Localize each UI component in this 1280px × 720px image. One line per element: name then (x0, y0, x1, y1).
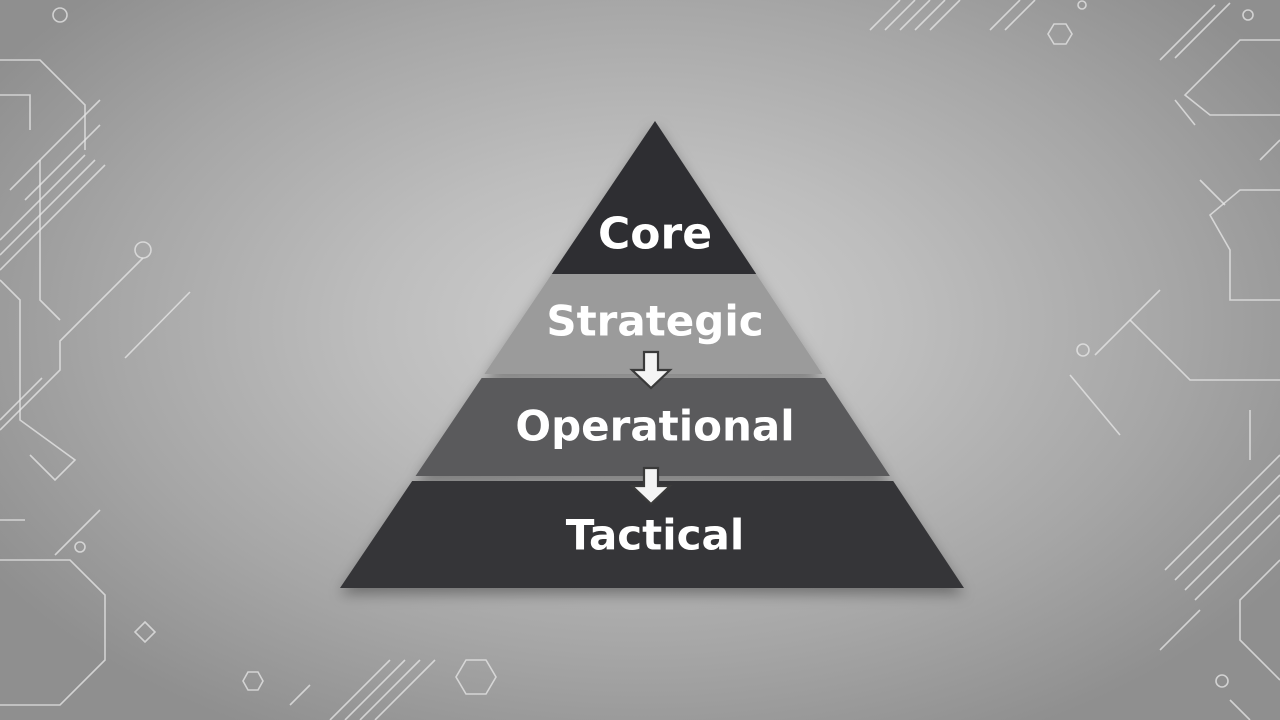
circuit-decoration-right (869, 0, 1280, 720)
pyramid-tier-tactical (340, 481, 964, 588)
pyramid-tier-strategic (484, 274, 823, 374)
down-arrow-icon (629, 466, 673, 506)
tier-label-strategic: Strategic (546, 297, 763, 346)
pyramid-diagram (340, 121, 964, 588)
circuit-decoration-left (0, 7, 497, 720)
pyramid-tier-core (551, 121, 757, 274)
tier-label-core: Core (598, 209, 712, 260)
tier-label-operational: Operational (515, 402, 794, 451)
tier-label-tactical: Tactical (566, 511, 745, 560)
pyramid-tier-operational (415, 378, 890, 476)
down-arrow-icon (629, 350, 673, 390)
